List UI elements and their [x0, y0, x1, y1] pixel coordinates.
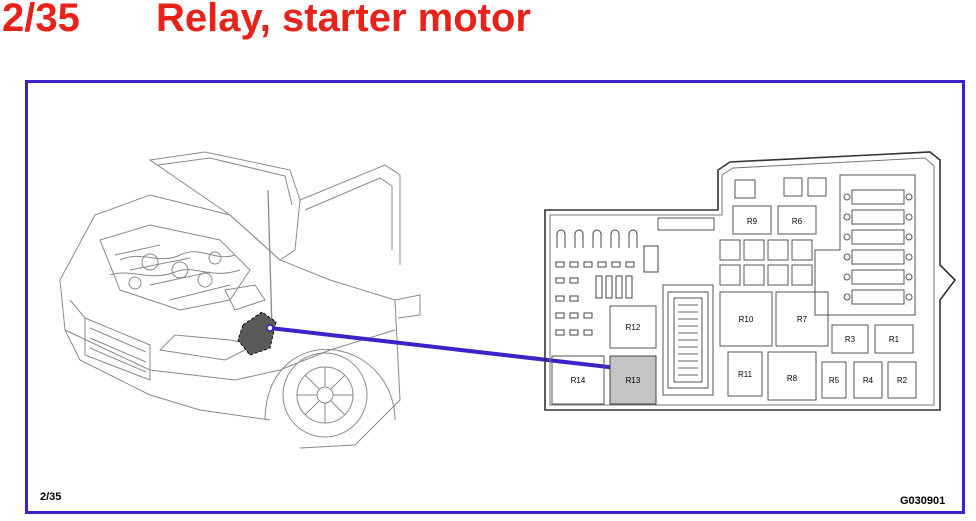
engine-bay: [99, 224, 251, 311]
car-illustration: [59, 151, 421, 449]
relay-label-r4: R4: [863, 376, 874, 385]
relay-r13-highlight: [609, 355, 657, 405]
page-reference: 2/35: [40, 491, 62, 503]
grille: [84, 317, 151, 381]
relay-label-r11: R11: [738, 370, 753, 379]
relay-label-r1: R1: [889, 335, 900, 344]
figure-id: G030901: [900, 495, 946, 507]
diagram-frame: [25, 80, 965, 514]
windscreen: [299, 164, 401, 265]
relay-label-r13: R13: [626, 376, 641, 385]
relay-label-r2: R2: [897, 376, 908, 385]
wheel-arch: [264, 348, 396, 421]
relay-label-r14: R14: [571, 376, 586, 385]
pointer-start-dot: [266, 324, 274, 332]
relay-label-r5: R5: [829, 376, 840, 385]
relay-label-r10: R10: [739, 315, 754, 324]
car-body: [59, 194, 401, 449]
relay-label-r3: R3: [845, 335, 856, 344]
section-code: 2/35: [2, 0, 80, 40]
relay-label-r12: R12: [626, 323, 641, 332]
relay-location-marker: [237, 311, 277, 356]
relay-label-r8: R8: [787, 374, 798, 383]
relay-label-r9: R9: [747, 217, 758, 226]
pointer-line: [269, 326, 618, 370]
page-title: Relay, starter motor: [156, 0, 531, 40]
front-wheel: [282, 352, 368, 438]
raised-hood: [148, 151, 301, 261]
relay-label-r6: R6: [792, 217, 803, 226]
relay-box: [544, 151, 957, 411]
relay-label-r7: R7: [797, 315, 808, 324]
